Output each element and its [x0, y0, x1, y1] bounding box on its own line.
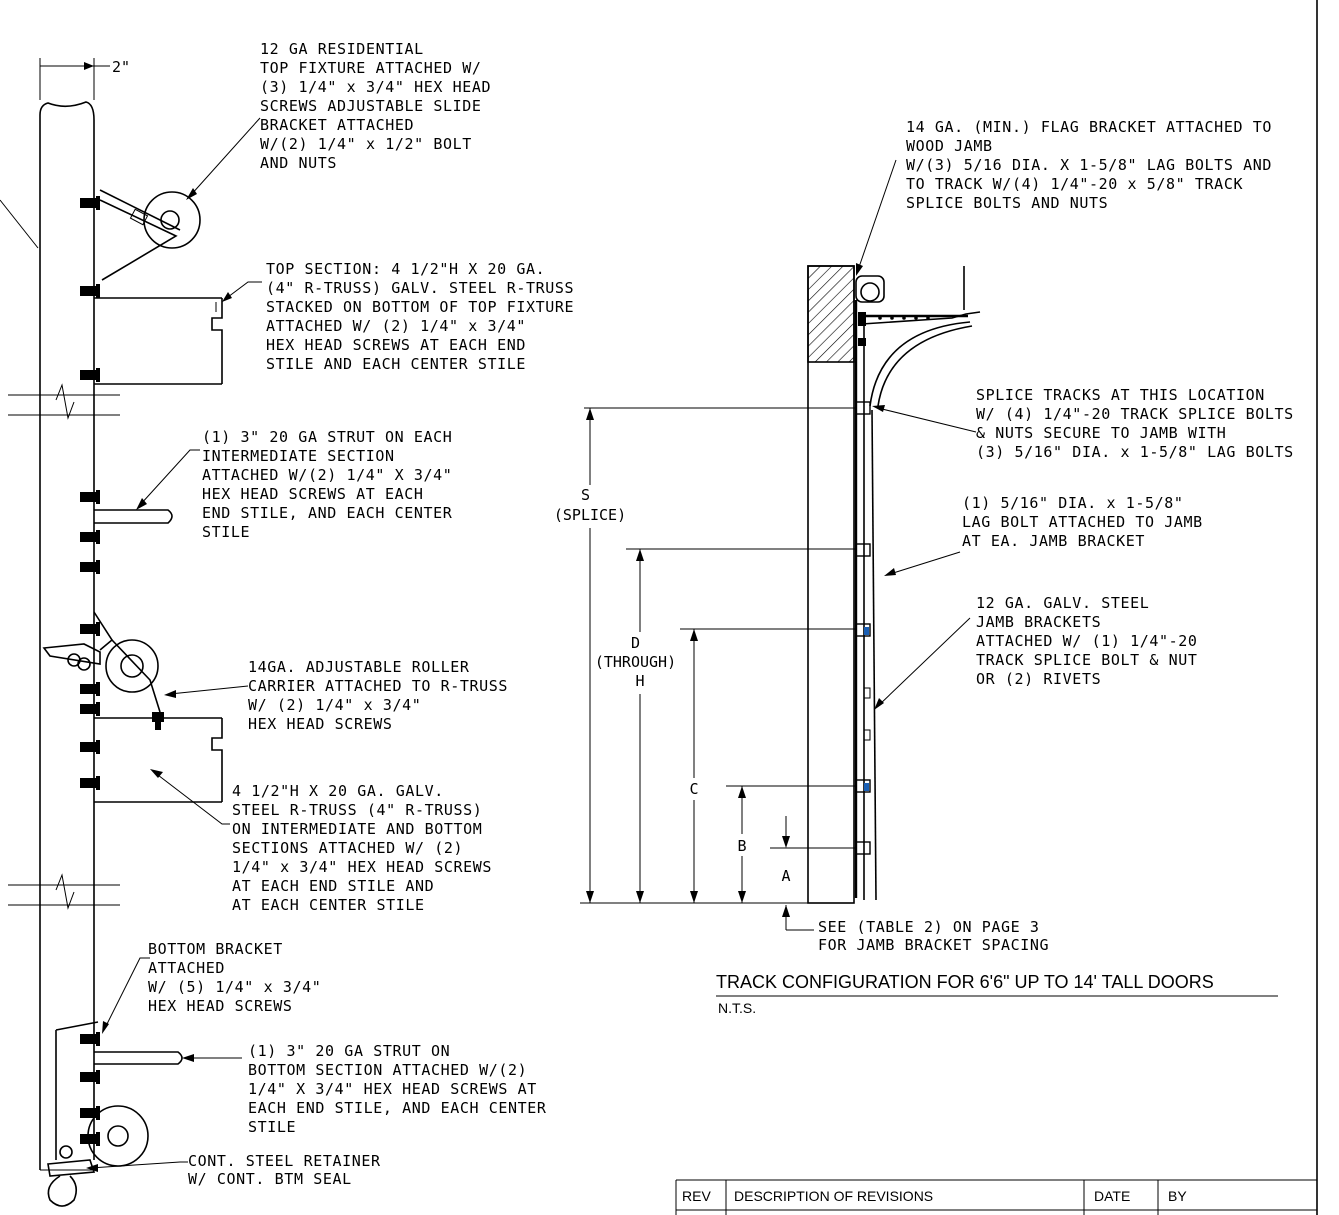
scale-label: N.T.S.	[718, 1000, 756, 1016]
section-break-lower	[8, 873, 120, 910]
drawing-title: TRACK CONFIGURATION FOR 6'6" UP TO 14' T…	[716, 972, 1214, 992]
top-fixture-note: 12 GA RESIDENTIAL TOP FIXTURE ATTACHED W…	[260, 40, 501, 172]
rtruss-note: 4 1/2"H X 20 GA. GALV. STEEL R-TRUSS (4"…	[232, 782, 502, 914]
dim-s-label: S (SPLICE)	[554, 486, 626, 524]
rev-header-date: DATE	[1094, 1188, 1130, 1204]
header-hatch	[807, 265, 855, 363]
intermediate-strut-note: (1) 3" 20 GA STRUT ON EACH INTERMEDIATE …	[202, 428, 462, 541]
bottom-strut-note: (1) 3" 20 GA STRUT ON BOTTOM SECTION ATT…	[248, 1042, 556, 1136]
dimension-lines	[580, 407, 856, 931]
top-section-note: TOP SECTION: 4 1/2"H X 20 GA. (4" R-TRUS…	[266, 260, 584, 373]
top-fixture	[99, 189, 201, 281]
flag-bracket-note: 14 GA. (MIN.) FLAG BRACKET ATTACHED TO W…	[906, 118, 1282, 212]
retainer-note: CONT. STEEL RETAINER W/ CONT. BTM SEAL	[188, 1152, 390, 1188]
jamb-bracket-note: 12 GA. GALV. STEEL JAMB BRACKETS ATTACHE…	[976, 594, 1207, 688]
gap-dimension-label: 2"	[112, 58, 130, 76]
stile-screws	[80, 196, 100, 1146]
jamb-brackets	[855, 401, 871, 855]
bottom-bracket-note: BOTTOM BRACKET ATTACHED W/ (5) 1/4" x 3/…	[148, 940, 331, 1015]
bottom-bracket	[47, 1021, 183, 1207]
rev-header-rev: REV	[682, 1188, 711, 1204]
door-section-detail: 2"	[0, 40, 584, 1207]
dim-c-label: C	[689, 780, 698, 798]
dim-b-label: B	[737, 837, 746, 855]
intermediate-strut	[94, 509, 173, 524]
revision-table: REV DESCRIPTION OF REVISIONS DATE BY	[675, 1179, 1317, 1215]
lag-bolt-note: (1) 5/16" DIA. x 1-5/8" LAG BOLT ATTACHE…	[962, 494, 1212, 550]
see-table-note: SEE (TABLE 2) ON PAGE 3 FOR JAMB BRACKET…	[818, 918, 1049, 954]
dim-a-label: A	[781, 867, 790, 885]
section-break-upper	[8, 383, 120, 420]
splice-note: SPLICE TRACKS AT THIS LOCATION W/ (4) 1/…	[976, 386, 1303, 461]
rev-header-by: BY	[1168, 1188, 1187, 1204]
rev-header-description: DESCRIPTION OF REVISIONS	[734, 1188, 933, 1204]
top-rtruss	[94, 297, 223, 385]
intermediate-rtruss	[94, 717, 223, 803]
roller-carrier-note: 14GA. ADJUSTABLE ROLLER CARRIER ATTACHED…	[248, 658, 518, 733]
roller-carrier	[42, 611, 164, 730]
track-configuration-detail: S (SPLICE) D (THROUGH) H C B A 14 GA. (M…	[554, 118, 1303, 1016]
dim-d-label: D (THROUGH) H	[595, 634, 685, 690]
